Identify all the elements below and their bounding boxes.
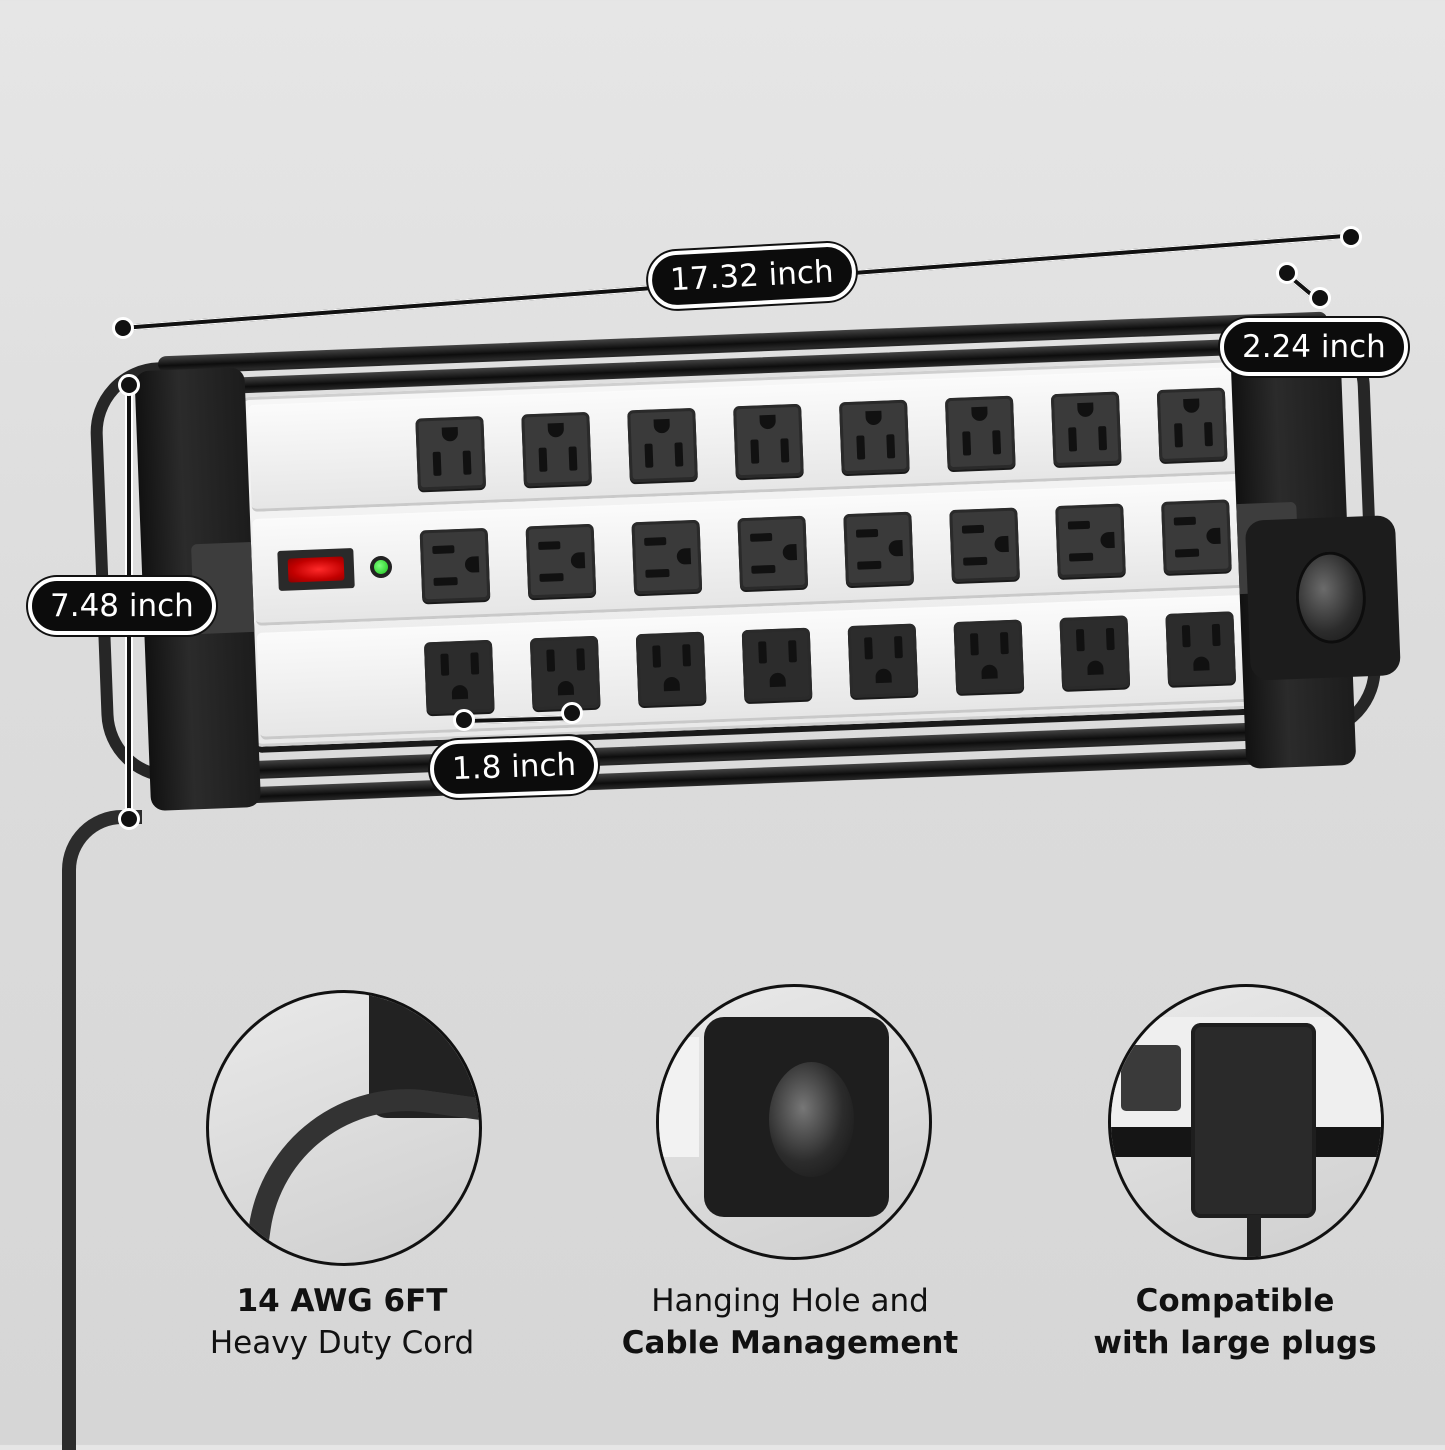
outlet[interactable] xyxy=(1050,391,1122,467)
outlet[interactable] xyxy=(847,623,919,699)
outlet-detail xyxy=(1121,1045,1181,1111)
outlet[interactable] xyxy=(627,407,698,483)
feature-inset-cord xyxy=(206,990,482,1266)
outlet[interactable] xyxy=(733,403,804,479)
outlet[interactable] xyxy=(741,627,813,703)
height-start-dot xyxy=(118,374,140,396)
hanging-ear xyxy=(1244,515,1401,681)
bracket-detail xyxy=(369,993,479,1118)
height-end-dot xyxy=(118,808,140,830)
outlet[interactable] xyxy=(1156,387,1228,463)
depth-label: 2.24 inch xyxy=(1220,318,1408,376)
outlet[interactable] xyxy=(953,619,1025,695)
outlet[interactable] xyxy=(1165,611,1237,686)
feature-inset-hanging-hole xyxy=(656,984,932,1260)
power-switch[interactable] xyxy=(277,548,355,591)
spacing-start-dot xyxy=(453,709,475,731)
feature-caption-cord: 14 AWG 6FT Heavy Duty Cord xyxy=(132,1280,552,1364)
spacing-end-dot xyxy=(561,702,583,724)
rocker-red xyxy=(287,556,345,583)
outlet[interactable] xyxy=(839,399,910,475)
caption-hole-regular: Hanging Hole and xyxy=(651,1283,929,1319)
outlet[interactable] xyxy=(419,527,491,603)
outlet[interactable] xyxy=(415,415,487,491)
outlet[interactable] xyxy=(944,395,1016,471)
outlet[interactable] xyxy=(631,519,703,595)
length-label: 17.32 inch xyxy=(646,241,857,311)
outlet[interactable] xyxy=(1161,499,1232,574)
outlet[interactable] xyxy=(525,523,597,599)
depth-end-dot xyxy=(1309,287,1331,309)
length-end-dot xyxy=(1340,226,1362,248)
power-strip-assembly xyxy=(86,275,1405,845)
outlet[interactable] xyxy=(529,635,601,711)
outlet[interactable] xyxy=(737,515,809,591)
feature-caption-large-plug: Compatible with large plugs xyxy=(1025,1280,1445,1364)
feature-inset-large-plug xyxy=(1108,984,1384,1260)
caption-plug-bold-2: with large plugs xyxy=(1093,1325,1377,1361)
depth-start-dot xyxy=(1276,262,1298,284)
caption-hole-bold: Cable Management xyxy=(621,1325,959,1361)
ear-detail xyxy=(704,1017,889,1217)
outlet[interactable] xyxy=(521,411,592,487)
hanging-hole-detail-icon xyxy=(769,1062,854,1177)
adapter-cable xyxy=(1247,1215,1261,1257)
caption-cord-regular: Heavy Duty Cord xyxy=(209,1325,475,1361)
strip-edge-detail xyxy=(659,1037,699,1157)
caption-cord-bold: 14 AWG 6FT xyxy=(236,1283,448,1319)
hanging-hole-icon xyxy=(1294,550,1368,645)
cord-detail xyxy=(229,1068,479,1263)
outlet[interactable] xyxy=(423,639,495,715)
length-start-dot xyxy=(112,317,134,339)
outlet[interactable] xyxy=(1059,615,1131,690)
outlet[interactable] xyxy=(1055,503,1126,579)
power-cord xyxy=(62,810,142,1450)
large-plug-adapter-icon xyxy=(1191,1023,1316,1218)
outlet[interactable] xyxy=(949,507,1020,583)
caption-plug-bold-1: Compatible xyxy=(1135,1283,1335,1319)
outlet[interactable] xyxy=(635,631,707,707)
spacing-label: 1.8 inch xyxy=(429,735,600,799)
power-strip-render xyxy=(62,275,1405,1450)
strip-housing xyxy=(239,358,1263,748)
outlet[interactable] xyxy=(843,511,915,587)
feature-caption-hanging-hole: Hanging Hole and Cable Management xyxy=(580,1280,1000,1364)
height-label: 7.48 inch xyxy=(28,577,216,635)
